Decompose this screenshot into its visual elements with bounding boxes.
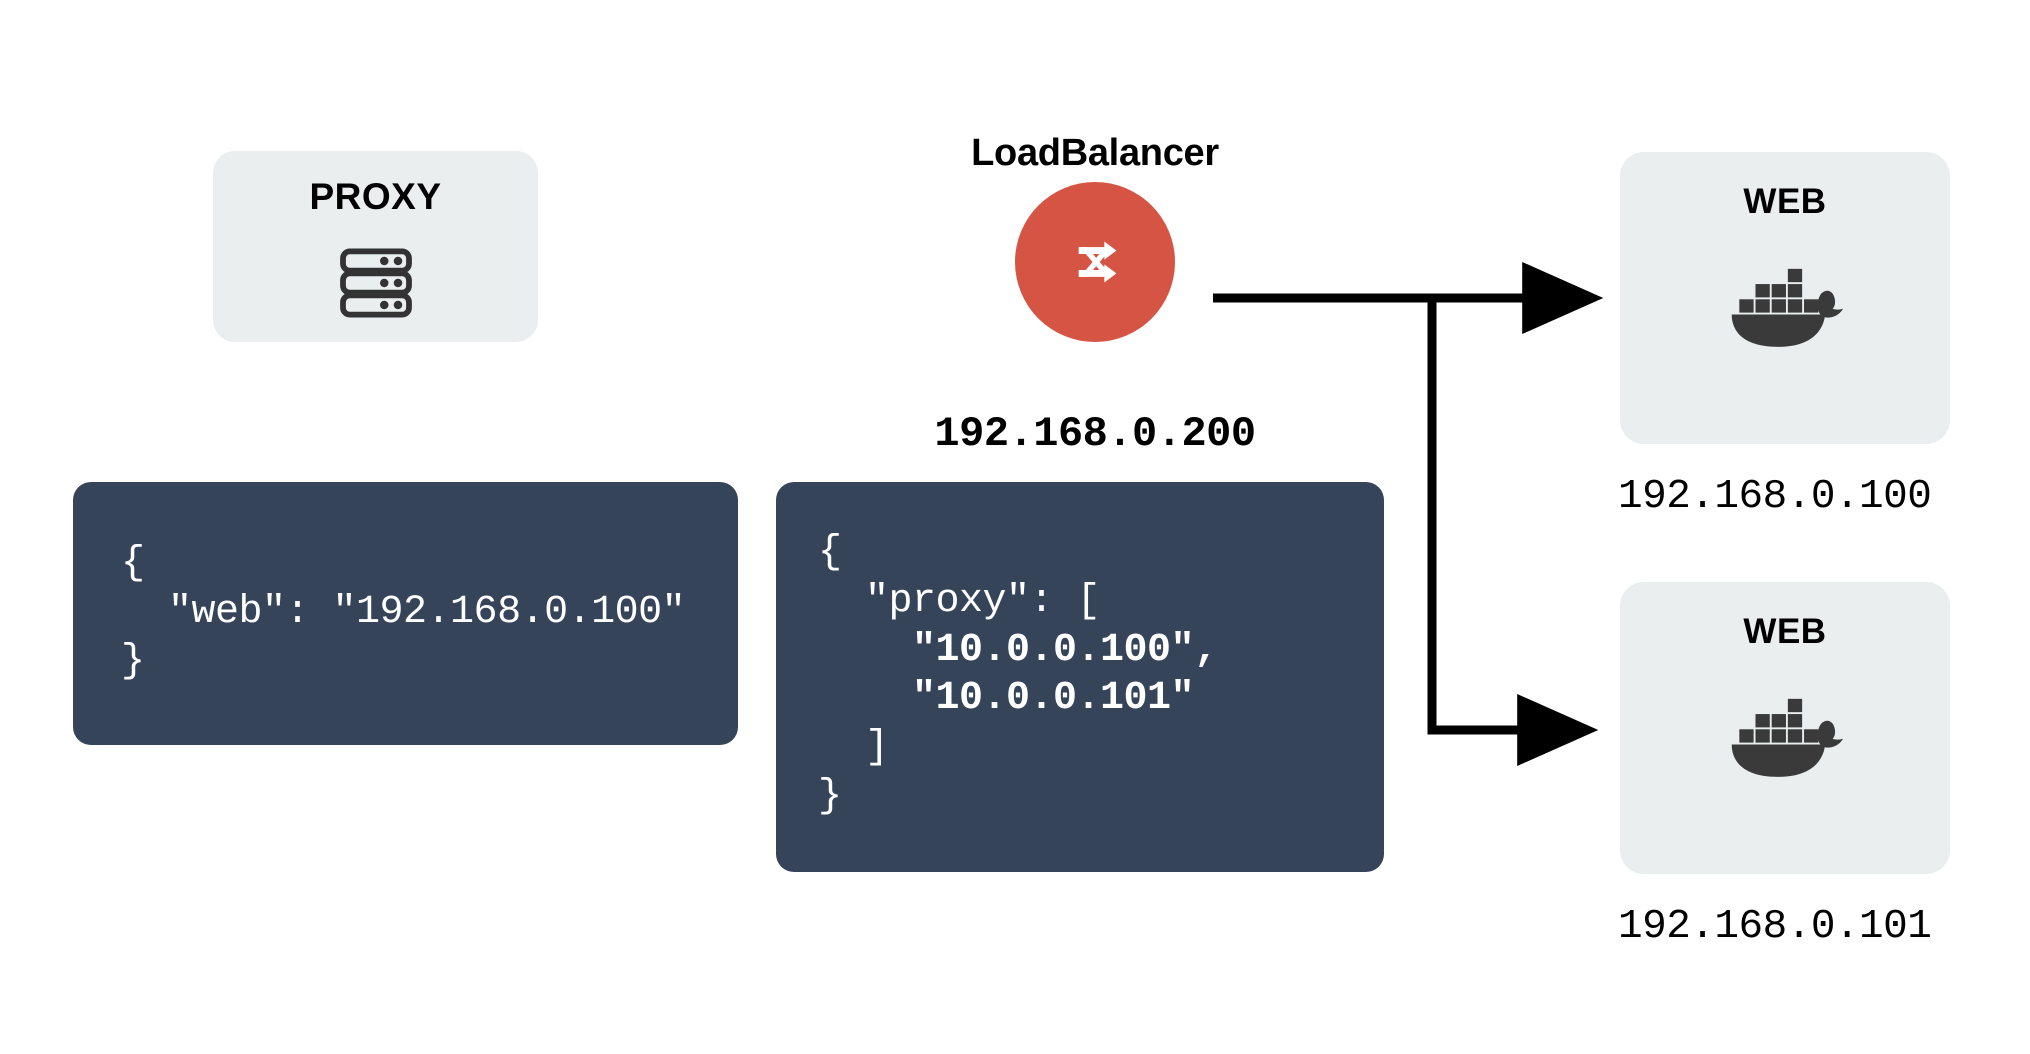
loadbalancer-label: LoadBalancer: [971, 132, 1219, 174]
code-line-5: ]: [818, 725, 889, 771]
arrow-lb-to-web2: [1427, 298, 1599, 766]
proxy-config-code-card: { "web": "192.168.0.100" }: [73, 482, 738, 745]
loadbalancer-config-code-text: { "proxy": [ "10.0.0.100", "10.0.0.101" …: [818, 529, 1384, 822]
loadbalancer-config-code-card: { "proxy": [ "10.0.0.100", "10.0.0.101" …: [776, 482, 1384, 872]
code-line-6: }: [818, 773, 842, 819]
proxy-node-label: PROXY: [309, 176, 442, 217]
code-line-1: {: [818, 530, 842, 575]
shuffle-icon: [1078, 241, 1117, 283]
loadbalancer-node-group: LoadBalancer 192.168.0.200: [930, 132, 1260, 458]
loadbalancer-ip-label: 192.168.0.200: [934, 410, 1256, 458]
proxy-node-card[interactable]: PROXY: [213, 151, 538, 342]
web-node-label-1: WEB: [1743, 182, 1827, 221]
docker-whale-icon: [1726, 259, 1844, 351]
web-node-label-2: WEB: [1743, 612, 1827, 651]
code-line-2: "proxy": [: [818, 578, 1101, 624]
web-node-ip-label-1: 192.168.0.100: [1618, 474, 1932, 520]
docker-whale-icon: [1726, 689, 1844, 781]
web-node-card-1[interactable]: WEB: [1620, 152, 1950, 444]
server-stack-icon: [332, 239, 420, 327]
proxy-config-code-text: { "web": "192.168.0.100" }: [121, 541, 686, 684]
web-node-card-2[interactable]: WEB: [1620, 582, 1950, 874]
web-node-ip-label-2: 192.168.0.101: [1618, 904, 1932, 950]
loadbalancer-node-circle[interactable]: [1015, 182, 1175, 342]
code-line-4: "10.0.0.101": [818, 676, 1195, 722]
code-line-3: "10.0.0.100",: [818, 627, 1218, 673]
